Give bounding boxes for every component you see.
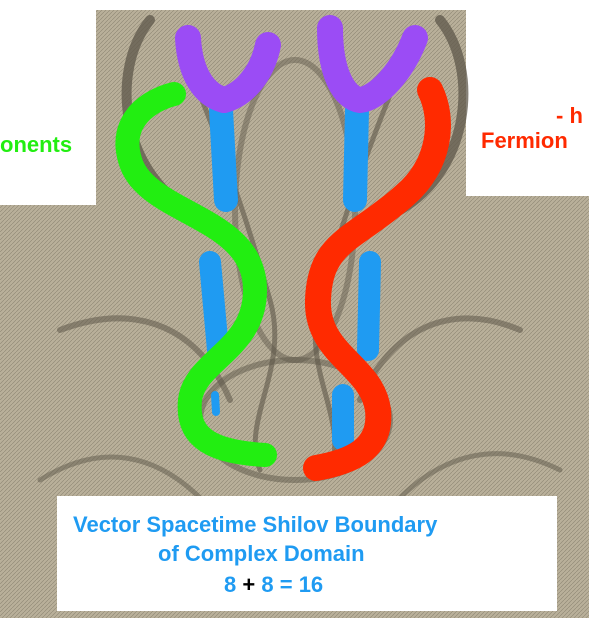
blue-left-lower <box>210 262 218 350</box>
blue-right-upper <box>355 110 357 200</box>
right-label-top-partial: - h <box>556 103 583 129</box>
right-label-bottom-partial: Fermion <box>481 128 568 154</box>
caption-equation: 8 + 8 = 16 <box>224 572 323 598</box>
equation-result: = 16 <box>280 572 323 597</box>
blue-left-upper <box>221 110 226 200</box>
equation-term-b: 8 <box>261 572 273 597</box>
left-label-partial: onents <box>0 132 72 158</box>
equation-plus: + <box>242 572 255 597</box>
caption-line-2: of Complex Domain <box>158 541 365 567</box>
blue-left-small <box>215 395 216 412</box>
caption-box: Vector Spacetime Shilov Boundary of Comp… <box>57 496 557 611</box>
caption-line-1: Vector Spacetime Shilov Boundary <box>73 512 437 538</box>
blue-right-lower <box>368 262 370 350</box>
equation-term-a: 8 <box>224 572 236 597</box>
